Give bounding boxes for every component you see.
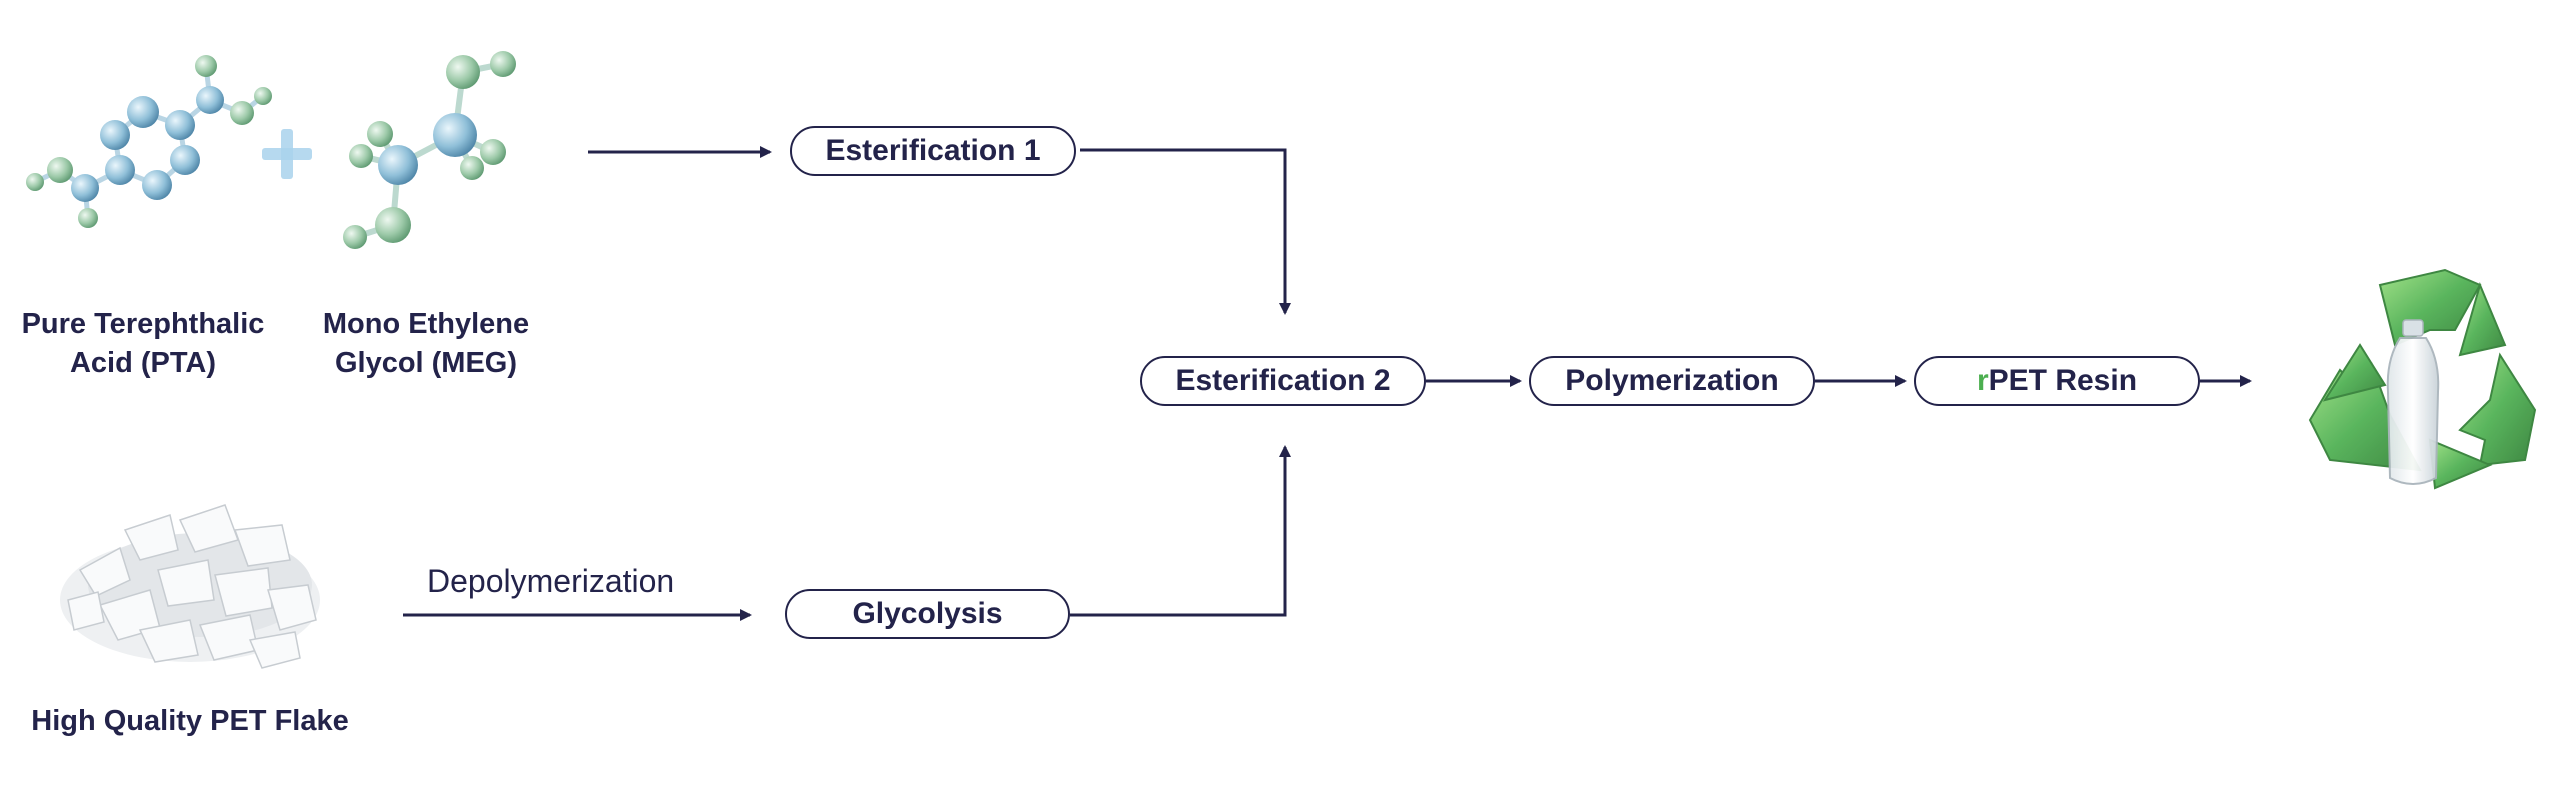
esterification2-node: Esterification 2 [1140, 356, 1426, 406]
glycolysis-label: Glycolysis [852, 597, 1003, 630]
esterification1-node: Esterification 1 [790, 126, 1076, 176]
glycolysis-node: Glycolysis [785, 589, 1070, 639]
polymerization-label: Polymerization [1565, 364, 1779, 397]
esterification2-label: Esterification 2 [1175, 364, 1391, 397]
bottle-icon [2386, 319, 2440, 485]
polymerization-node: Polymerization [1529, 356, 1815, 406]
rpet-r-prefix: r [1976, 364, 1989, 397]
rpet-resin-label: rPET Resin [1977, 364, 2137, 398]
meg-molecule-icon [343, 51, 516, 249]
arrow-glycolysis-to-esterification2 [1070, 445, 1291, 617]
meg-label: Mono Ethylene Glycol (MEG) [322, 308, 530, 379]
pet-flake-icon [60, 504, 320, 669]
rpet-resin-node: rPET Resin [1914, 356, 2200, 406]
plus-icon [262, 129, 312, 179]
pta-label: Pure Terephthalic Acid (PTA) [21, 308, 265, 379]
depolymerization-label: Depolymerization [427, 563, 675, 599]
arrow-esterification1-to-esterification2 [1080, 148, 1291, 315]
recycle-bottle-icon [2308, 268, 2537, 490]
esterification1-label: Esterification 1 [825, 134, 1041, 167]
pta-molecule-icon [26, 55, 272, 228]
pet-flake-label: High Quality PET Flake [31, 705, 349, 737]
rpet-rest-text: PET Resin [1988, 364, 2138, 397]
